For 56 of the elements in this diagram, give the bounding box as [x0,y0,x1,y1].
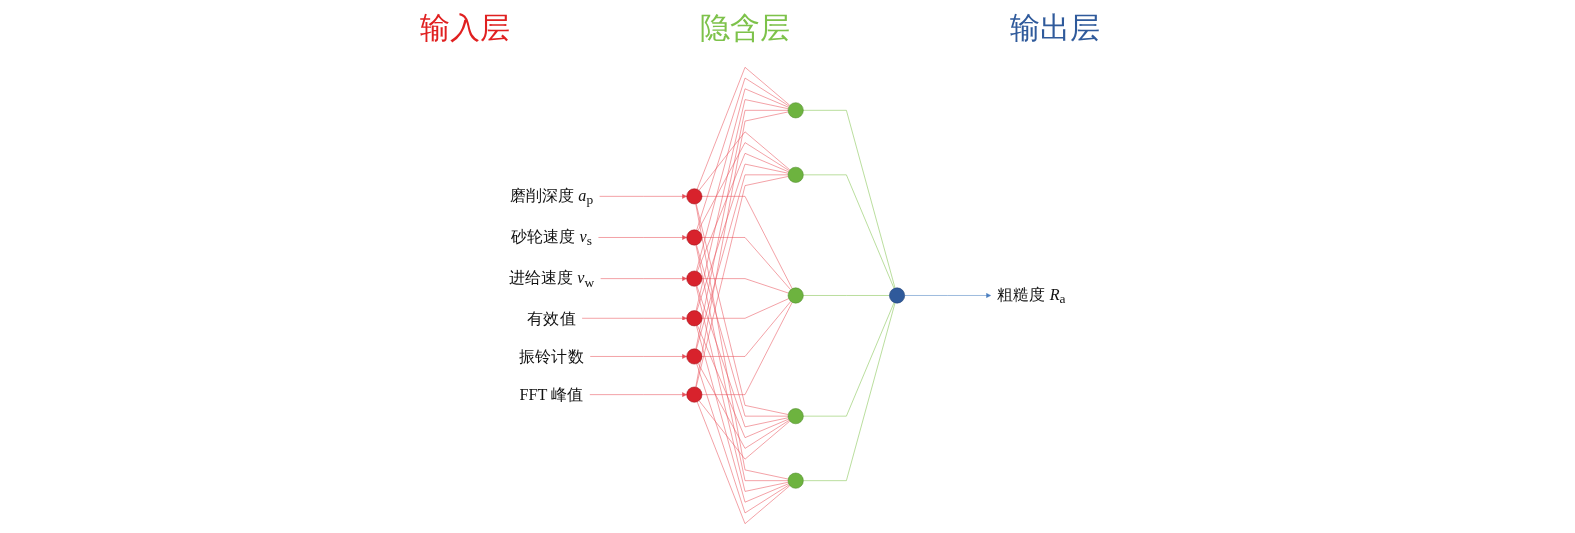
connector [697,324,790,438]
connector [696,175,789,387]
node-text: FFT 峰值 [519,385,584,403]
connector [696,285,789,427]
connector [696,324,790,502]
connector [696,244,789,416]
connector [803,174,895,289]
connector [696,285,789,492]
connector [696,88,790,271]
node-circle [788,407,804,424]
node-circle [686,229,703,245]
connector [696,244,789,481]
connector [702,297,790,319]
connector [702,195,793,289]
connector [702,236,792,290]
connector [697,401,791,524]
layer-title: 隐含层 [700,10,790,46]
connector [696,109,789,349]
node-circle [889,287,906,303]
node-text: 砂轮速度 v$_{s}$ [511,226,593,248]
connector [697,152,790,272]
connector [803,301,895,416]
connector [696,163,789,311]
connector [697,66,791,189]
connector [695,111,789,387]
node-text: 进给速度 v$_{w}$ [509,267,595,289]
node-text: 磨削深度 a$_{p}$ [510,185,594,207]
connector [702,301,793,395]
node-circle [686,270,703,287]
layer-title: 输入层 [420,10,510,46]
node-text: 振铃计数 [519,347,585,365]
connector [699,131,791,191]
node-text: 有效值 [527,308,577,327]
node-circle [788,287,804,303]
node-circle [686,309,703,326]
connector [803,294,891,296]
node-circle [788,472,804,489]
node-circle [686,386,703,403]
connector [702,300,792,357]
node-circle [788,101,804,118]
connector [698,141,790,231]
layer-title: 输出层 [1010,10,1100,46]
connector [803,109,896,288]
connector [695,203,789,479]
connector [698,362,790,449]
connector [702,277,790,293]
connector [699,399,791,459]
connector [696,98,789,311]
node-circle [788,166,804,183]
node-circle [686,187,703,204]
connector [696,174,789,349]
connector [696,362,790,513]
connector [803,302,896,481]
connector [696,77,790,230]
node-text: 粗糙度 R$_{a}$ [997,284,1066,306]
node-circle [686,348,703,364]
